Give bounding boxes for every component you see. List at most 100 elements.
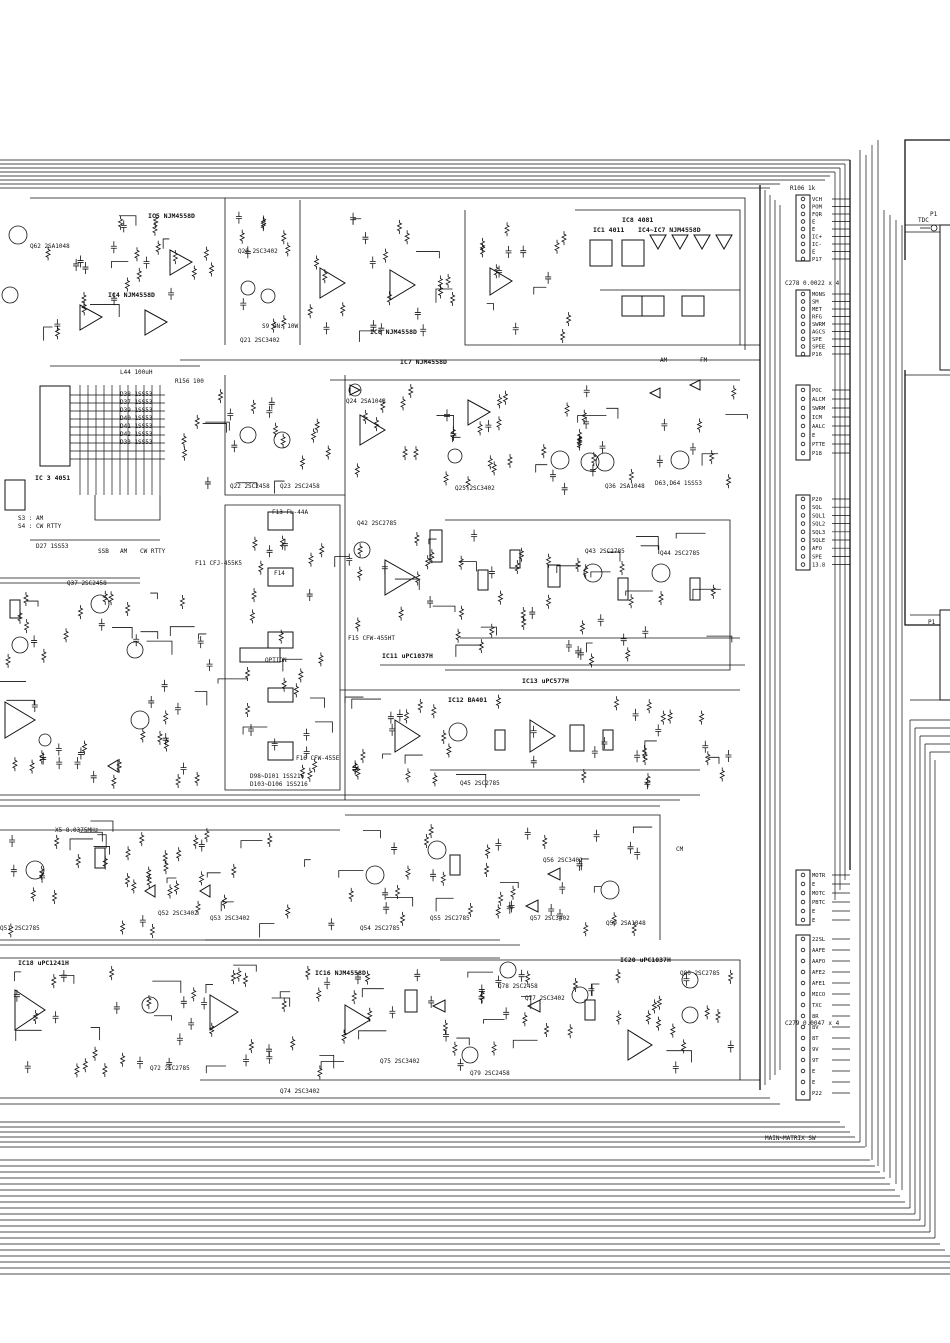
connector-pin-label: SQL3	[812, 530, 825, 536]
resistor	[615, 969, 621, 984]
connector-pin	[800, 1013, 806, 1019]
capacitor	[656, 455, 663, 468]
connector-pin	[800, 1035, 806, 1041]
connector-pin	[800, 314, 806, 319]
resistor	[628, 594, 635, 609]
resistor	[208, 262, 215, 277]
resistor	[278, 629, 285, 644]
connector-pin	[800, 529, 806, 534]
capacitor	[227, 408, 234, 421]
capacitor	[240, 298, 247, 311]
d63-label: D63,D64 1SS53	[655, 480, 702, 487]
wire-segment	[259, 923, 275, 938]
capacitor	[266, 1051, 273, 1064]
c278-label: C278 0.0022 x 4	[785, 280, 840, 287]
capacitor	[323, 322, 330, 335]
resistor	[284, 904, 291, 919]
am-label: AM	[660, 357, 668, 364]
connector-pin-label: ICM	[812, 415, 823, 421]
resistor	[281, 677, 288, 692]
connector-pin-label: VCH	[812, 197, 822, 203]
resistor	[149, 923, 156, 938]
resistor	[366, 1007, 373, 1022]
resistor	[270, 318, 277, 333]
capacitor	[689, 442, 696, 455]
resistor	[386, 291, 393, 306]
wire-segment	[111, 261, 129, 269]
connector-pin	[800, 234, 806, 239]
connector-pin	[800, 890, 806, 896]
q20-label: Q20 2SC3402	[238, 248, 278, 255]
connector-pin	[800, 917, 806, 923]
capacitor	[545, 271, 552, 284]
capacitor	[512, 322, 519, 335]
resistor	[179, 594, 186, 609]
connector-pin-label: SQL	[812, 505, 823, 511]
wire-segment	[361, 988, 384, 998]
q25-label: Q25 2SC3402	[455, 485, 495, 492]
connector-pin	[800, 1046, 806, 1052]
wire-segment	[279, 991, 291, 998]
wire-segment	[202, 423, 227, 433]
resistor	[582, 564, 589, 579]
connector-pin	[800, 306, 806, 312]
resistor	[279, 535, 286, 550]
capacitor	[457, 1058, 464, 1071]
wire-segment	[320, 1061, 344, 1071]
resistor	[449, 292, 456, 307]
resistor	[307, 304, 314, 319]
resistor	[497, 590, 504, 605]
capacitor	[73, 258, 80, 271]
wire-segment	[97, 834, 107, 849]
wire-segment	[198, 633, 207, 640]
capacitor	[111, 293, 118, 306]
resistor	[660, 710, 667, 725]
capacitor	[271, 738, 278, 751]
connector-pin	[800, 196, 806, 202]
capacitor	[428, 995, 435, 1008]
resistor	[348, 887, 355, 902]
diode-label: D39 1SS53	[120, 407, 153, 414]
capacitor	[370, 320, 377, 333]
capacitor	[40, 752, 47, 765]
wire-segment	[458, 561, 477, 572]
capacitor	[576, 858, 583, 871]
connector-pin-label: AFO	[812, 546, 822, 552]
capacitor	[243, 1054, 250, 1067]
resistor	[491, 461, 498, 476]
connector-pin-label: AAFO	[812, 959, 825, 965]
connector-pin	[800, 226, 806, 232]
capacitor	[661, 418, 668, 431]
connector-pin-label: AFE1	[812, 981, 825, 987]
ic6-label: IC6 NJM4558D	[370, 328, 417, 336]
connector-pin	[800, 958, 806, 964]
resistor	[313, 255, 320, 270]
resistor	[520, 607, 527, 622]
resistor	[424, 555, 431, 570]
connector-pin-label: SWRM	[812, 322, 826, 328]
connector-pin-label: E	[812, 433, 815, 439]
resistor	[641, 745, 648, 760]
wire-segment	[205, 984, 213, 994]
q78-label: Q78 2SC2458	[498, 983, 538, 990]
wire-segment	[435, 897, 454, 912]
q54-label: Q54 2SC2785	[360, 925, 400, 932]
capacitor	[524, 827, 531, 840]
resistor	[181, 433, 187, 448]
wire-segment	[205, 421, 230, 431]
ic1-label: IC1 4011	[593, 226, 624, 234]
wire-segment	[150, 592, 158, 600]
diode-label: D37 1SS53	[120, 399, 153, 406]
resistor	[315, 987, 322, 1002]
right-board-mid	[904, 370, 950, 1238]
resistor	[357, 543, 364, 558]
connector-pin-label: 9V	[812, 1047, 819, 1053]
resistor	[108, 591, 114, 606]
capacitor	[13, 989, 20, 1002]
connector-pin-label: RFG	[812, 315, 822, 321]
resistor	[561, 231, 567, 246]
resistor	[102, 590, 109, 605]
resistor	[251, 588, 257, 603]
ic4-label: IC4 NJM4558D	[108, 291, 155, 299]
